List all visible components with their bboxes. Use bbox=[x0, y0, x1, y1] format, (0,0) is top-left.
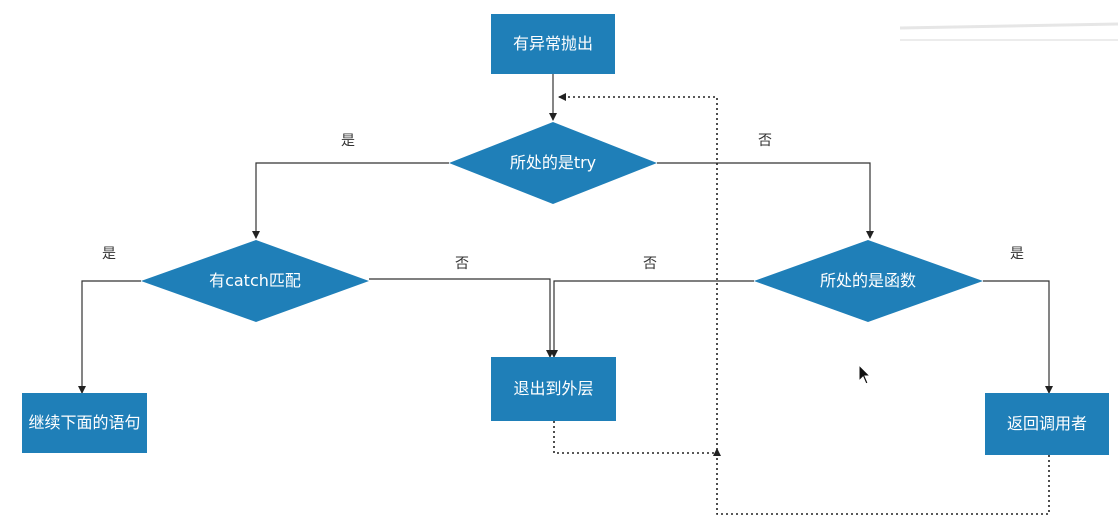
mouse-cursor-icon bbox=[858, 364, 872, 385]
edge-func-yes bbox=[983, 280, 1053, 394]
edge-label-try-no: 否 bbox=[758, 133, 772, 149]
edge-try-no bbox=[657, 162, 874, 239]
edge-label-func-yes: 是 bbox=[1010, 246, 1024, 262]
edge-label-catch-yes: 是 bbox=[102, 246, 116, 262]
decision-is-try-label: 所处的是try bbox=[509, 153, 597, 172]
node-return-caller-label: 返回调用者 bbox=[1006, 414, 1087, 433]
decision-is-function-shape bbox=[754, 240, 983, 322]
node-start: 有异常抛出 bbox=[491, 14, 615, 74]
decision-catch-match-label: 有catch匹配 bbox=[209, 271, 301, 290]
edge-label-func-no: 否 bbox=[643, 256, 657, 272]
loop-return-to-try bbox=[558, 93, 1050, 515]
edge-try-yes bbox=[252, 162, 449, 239]
edge-label-try-yes: 是 bbox=[341, 133, 355, 149]
connectors bbox=[78, 74, 1053, 394]
corner-decoration bbox=[899, 22, 1118, 41]
node-exit-outer-label: 退出到外层 bbox=[513, 379, 594, 398]
feedback-loops bbox=[553, 93, 1050, 515]
node-exit-outer: 退出到外层 bbox=[491, 357, 616, 421]
decision-catch-match-shape bbox=[141, 240, 369, 322]
node-start-label: 有异常抛出 bbox=[512, 34, 593, 53]
node-continue-label: 继续下面的语句 bbox=[28, 413, 141, 432]
edge-catch-yes bbox=[78, 280, 141, 394]
loop-exit-to-try bbox=[553, 421, 721, 456]
node-continue: 继续下面的语句 bbox=[22, 393, 147, 453]
edge-catch-no bbox=[369, 278, 554, 358]
edge-func-no bbox=[550, 280, 754, 358]
node-return-caller: 返回调用者 bbox=[985, 393, 1109, 455]
edge-label-catch-no: 否 bbox=[455, 256, 469, 272]
decision-is-try-shape bbox=[449, 122, 657, 204]
decision-is-function-label: 所处的是函数 bbox=[819, 271, 916, 290]
